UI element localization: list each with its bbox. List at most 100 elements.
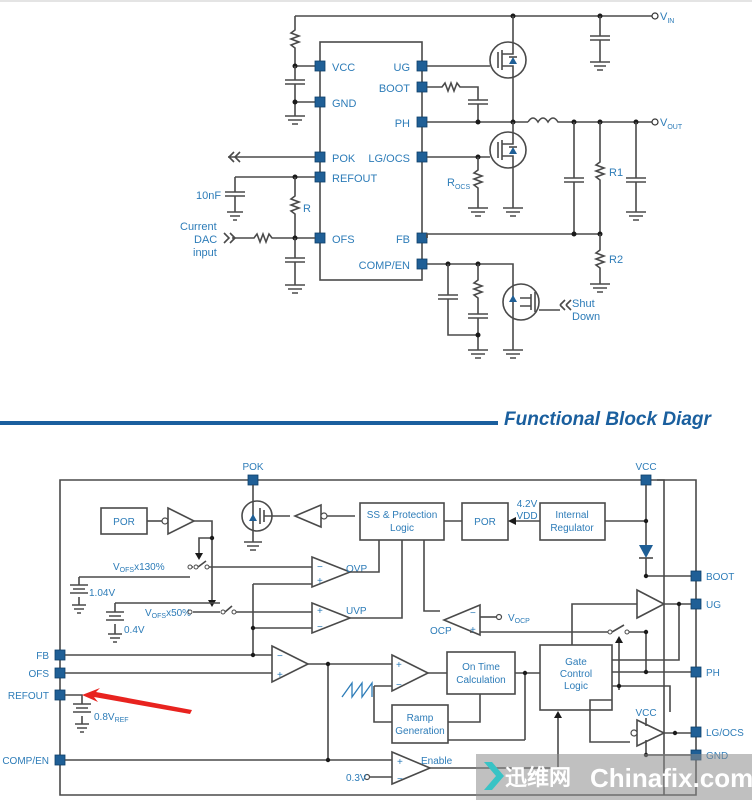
ug-driver-icon	[636, 588, 666, 620]
watermark-cn: 迅维网	[505, 765, 571, 791]
inverter-mid-icon	[292, 503, 322, 529]
svg-text:Control: Control	[560, 669, 592, 680]
vcc-cap	[285, 66, 320, 125]
resistor-r-label: R	[303, 203, 311, 215]
fbd-pin-ph	[690, 666, 702, 678]
ovp-comparator-icon	[311, 555, 353, 589]
svg-text:POR: POR	[113, 517, 135, 528]
lg-driver-icon	[636, 718, 666, 748]
sawtooth-icon	[341, 680, 373, 700]
fbd-pin-refout	[54, 689, 66, 701]
svg-text:+: +	[317, 606, 323, 617]
svg-text:−: −	[317, 562, 323, 573]
svg-text:+: +	[397, 757, 403, 768]
v104-label: 1.04V	[89, 588, 115, 599]
vin-terminal	[651, 12, 659, 20]
block-on-time-calculation	[446, 651, 516, 695]
fbd-pin-label-boot: BOOT	[706, 572, 734, 583]
pin-label-gnd: GND	[332, 98, 357, 110]
block-por-mid	[461, 502, 509, 541]
svg-text:4.2V: 4.2V	[517, 499, 538, 510]
vin-capacitor	[590, 16, 610, 71]
svg-text:+: +	[396, 660, 402, 671]
ic-body	[319, 41, 423, 281]
pin-ug	[416, 60, 428, 72]
fbd-pin-lg-ocs	[690, 726, 702, 738]
uvp-label: UVP	[346, 606, 367, 617]
top-edge	[0, 0, 752, 2]
uvp-comparator-icon	[311, 601, 353, 635]
shutdown-mosfet-icon	[502, 283, 540, 321]
svg-text:−: −	[470, 608, 476, 619]
svg-text:SS & Protection: SS & Protection	[367, 510, 438, 521]
shutdown-label-line2: Down	[572, 311, 600, 323]
shutdown-input-arrow-icon	[559, 299, 572, 311]
svg-text:−: −	[397, 774, 403, 785]
dac-input-arrow-icon	[223, 232, 237, 244]
vocp-label: VOCP	[508, 613, 530, 625]
svg-text:+: +	[317, 576, 323, 587]
svg-text:−: −	[317, 622, 323, 633]
svg-text:−: −	[396, 680, 402, 691]
resistor-rocs	[468, 157, 488, 217]
block-ramp-generation	[391, 704, 449, 744]
pin-label-ph: PH	[395, 118, 410, 130]
dac-label-line1: Current	[180, 221, 217, 233]
high-side-mosfet-icon	[489, 41, 527, 79]
boot-diode-icon	[639, 545, 653, 558]
svg-text:Internal: Internal	[555, 510, 588, 521]
svg-text:+: +	[470, 625, 476, 636]
vout-label: VOUT	[660, 117, 683, 131]
fbd-pin-label-lg-ocs: LG/OCS	[706, 728, 744, 739]
pin-label-refout: REFOUT	[332, 173, 378, 185]
section-title: Functional Block Diagr	[504, 409, 713, 430]
fbd-pin-ug	[690, 598, 702, 610]
enable-label: Enable	[421, 756, 453, 767]
svg-text:Calculation: Calculation	[456, 675, 505, 686]
ofs-cap	[285, 238, 305, 294]
inverter-left-icon	[167, 506, 196, 536]
svg-text:On Time: On Time	[462, 662, 500, 673]
block-gate-control-logic	[539, 644, 613, 711]
pin-gnd	[314, 96, 326, 108]
pin-pok	[314, 151, 326, 163]
dac-label-line3: input	[193, 247, 217, 259]
v03-label: 0.3V	[346, 773, 367, 784]
ocp-label: OCP	[430, 626, 452, 637]
fbd-pin-label-ofs: OFS	[28, 669, 49, 680]
pin-comp-en	[416, 258, 428, 270]
pin-label-vcc: VCC	[332, 62, 355, 74]
pin-ph	[416, 116, 428, 128]
section-rule	[0, 421, 498, 425]
resistor-r	[288, 177, 302, 238]
pok-output-arrow-icon	[227, 151, 241, 163]
svg-text:−: −	[277, 651, 283, 662]
pin-vcc	[314, 60, 326, 72]
svg-text:Gate: Gate	[565, 657, 587, 668]
fbd-pin-label-fb: FB	[36, 651, 49, 662]
pin-label-ug: UG	[394, 62, 411, 74]
fbd-pin-ofs	[54, 667, 66, 679]
vofs130-label: VOFSx130%	[113, 562, 165, 574]
ocp-comparator-icon	[441, 603, 481, 637]
vofs50-label: VOFSx50%	[145, 608, 191, 620]
fbd-pin-boot	[690, 570, 702, 582]
pin-refout	[314, 171, 326, 183]
inductor	[527, 117, 652, 124]
r2-label: R2	[609, 254, 623, 266]
block-internal-regulator	[539, 502, 606, 541]
refout-cap	[225, 176, 315, 221]
pin-fb	[416, 232, 428, 244]
ovp-label: OVP	[346, 564, 367, 575]
svg-text:POR: POR	[474, 517, 496, 528]
cap-10nf-label: 10nF	[196, 190, 221, 202]
fbd-pin-label-refout: REFOUT	[8, 691, 49, 702]
error-amp-icon	[271, 644, 310, 684]
comp-wire	[427, 263, 514, 278]
pin-label-boot: BOOT	[379, 83, 410, 95]
functional-block-diagram: POK VCC POR SS & Protection Logic POR 4.…	[2, 462, 744, 796]
fbd-pin-label-ph: PH	[706, 668, 720, 679]
fbd-pin-fb	[54, 649, 66, 661]
fbd-pin-pok	[247, 474, 259, 486]
